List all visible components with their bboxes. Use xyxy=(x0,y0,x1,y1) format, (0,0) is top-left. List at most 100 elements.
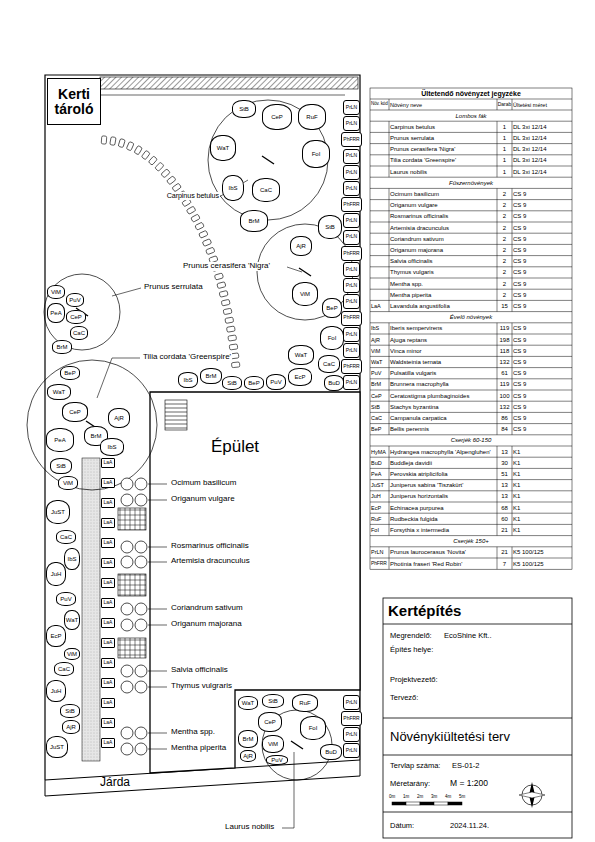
hedge-shrub-text: PrLN xyxy=(346,170,357,175)
hedge-shrub: PhFRR xyxy=(341,197,361,212)
table-cell: 2 xyxy=(497,191,512,198)
hedge-shrub: PrLN xyxy=(343,327,360,342)
planting-patch-text: EcP xyxy=(50,633,61,639)
table-cell: CeP xyxy=(371,393,388,399)
stepping-stone xyxy=(118,139,125,148)
planting-patch-text: WaT xyxy=(53,389,65,395)
table-grid xyxy=(370,188,572,189)
table-grid xyxy=(370,110,572,111)
table-grid xyxy=(389,480,390,491)
table-grid xyxy=(370,446,572,447)
table-grid xyxy=(497,457,498,468)
table-cell: CS 9 xyxy=(513,337,571,344)
table-cell: 61 xyxy=(497,370,512,377)
tree-canopy xyxy=(27,100,353,780)
table-header: Ültetési méret xyxy=(513,102,571,108)
tree-canopy xyxy=(262,710,332,780)
table-cell: 13 xyxy=(497,493,512,500)
table-grid xyxy=(389,334,390,345)
table-grid xyxy=(497,345,498,356)
hedge-shrub-text: PrLN xyxy=(346,748,357,753)
lavender-square-text: LaA xyxy=(104,480,113,485)
storage-box: Kerti tároló xyxy=(47,78,101,125)
table-cell: Laurus nobilis xyxy=(390,169,496,176)
table-grid xyxy=(512,457,513,468)
planting-patch-text: StB xyxy=(65,708,75,714)
table-cell: 198 xyxy=(497,337,512,344)
table-cell: CS 9 xyxy=(513,247,571,254)
table-cell: CS 9 xyxy=(513,404,571,411)
table-cell: Ajuga reptans xyxy=(390,337,496,344)
table-cell: Carpinus betulus xyxy=(390,124,496,131)
table-grid xyxy=(370,266,572,267)
lavender-square-text: LaA xyxy=(104,640,113,645)
stepping-stone xyxy=(217,282,226,289)
lavender-square: LaA xyxy=(101,478,115,488)
lavender-square-text: LaA xyxy=(104,460,113,465)
table-grid xyxy=(389,144,390,155)
hedge-shrub: PrLN xyxy=(343,278,360,293)
planting-patch-text: PuV xyxy=(270,379,281,385)
table-grid xyxy=(389,368,390,379)
table-cell: 132 xyxy=(497,404,512,411)
table-grid xyxy=(389,390,390,401)
table-grid xyxy=(497,323,498,334)
table-cell: 2 xyxy=(497,281,512,288)
table-cell: Waldsteinia ternata xyxy=(390,359,496,366)
herb-callout: Salvia officinalis xyxy=(170,666,229,675)
table-grid xyxy=(389,256,390,267)
lavender-square-text: LaA xyxy=(104,660,113,665)
planting-patch-text: JuH xyxy=(51,688,62,694)
tree-canopy xyxy=(257,224,353,320)
table-grid xyxy=(512,468,513,479)
table-cell: Mentha piperita xyxy=(390,292,496,299)
stepping-stone xyxy=(148,156,157,165)
planting-patch-text: CeP xyxy=(271,114,283,120)
herb-callout: Thymus vulgraris xyxy=(170,682,233,691)
table-cell: Prunus cerasifera 'Nigra' xyxy=(390,146,496,153)
stepping-stone xyxy=(219,290,228,297)
table-grid xyxy=(370,99,572,100)
table-grid xyxy=(389,502,390,513)
walkway-paving xyxy=(82,458,100,761)
planting-patch-text: PeA xyxy=(50,310,61,316)
planting-patch: StB xyxy=(50,458,72,474)
planting-patch: BuD xyxy=(320,744,342,760)
planting-patch-text: ViM xyxy=(300,291,310,297)
planting-patch: JuST xyxy=(46,500,70,524)
hedge-shrub-text: PhFRR xyxy=(343,716,359,721)
hedge-shrub: PhFRR xyxy=(341,132,361,147)
table-grid xyxy=(497,267,498,278)
table-grid xyxy=(497,244,498,255)
planting-patch: CaC xyxy=(56,530,76,544)
table-cell: Juniperus horizontalis xyxy=(390,493,496,500)
hedge-shrub: PrLN xyxy=(343,294,360,309)
table-grid xyxy=(370,255,572,256)
table-cell: IbS xyxy=(371,325,388,331)
table-cell: CS 9 xyxy=(513,348,571,355)
tree-trunk xyxy=(76,156,311,749)
title-heading: Kertépítés xyxy=(388,603,461,620)
table-grid xyxy=(389,121,390,132)
planting-patch-text: IbS xyxy=(67,556,76,562)
table-cell: Campanula carpatica xyxy=(390,415,496,422)
lavender-square: LaA xyxy=(101,618,115,628)
planting-patch: CeP xyxy=(262,104,292,130)
stepping-stone xyxy=(228,335,237,341)
stepping-stone xyxy=(110,137,116,146)
table-grid xyxy=(497,300,498,311)
planting-patch: CaC xyxy=(54,662,74,676)
stepping-stone xyxy=(221,299,230,306)
lavender-square-text: LaA xyxy=(104,540,113,545)
planting-patch: StB xyxy=(232,100,256,118)
table-grid xyxy=(389,166,390,177)
table-cell: Salvia officinalis xyxy=(390,258,496,265)
table-cell: 13 xyxy=(497,449,512,456)
table-grid xyxy=(389,401,390,412)
table-grid xyxy=(497,390,498,401)
planting-patch: IbS xyxy=(178,372,198,388)
table-cell: ViM xyxy=(371,348,388,354)
table-title: Ültetendő növényzet jegyzéke xyxy=(370,90,572,98)
table-grid xyxy=(370,546,572,547)
table-grid xyxy=(512,334,513,345)
